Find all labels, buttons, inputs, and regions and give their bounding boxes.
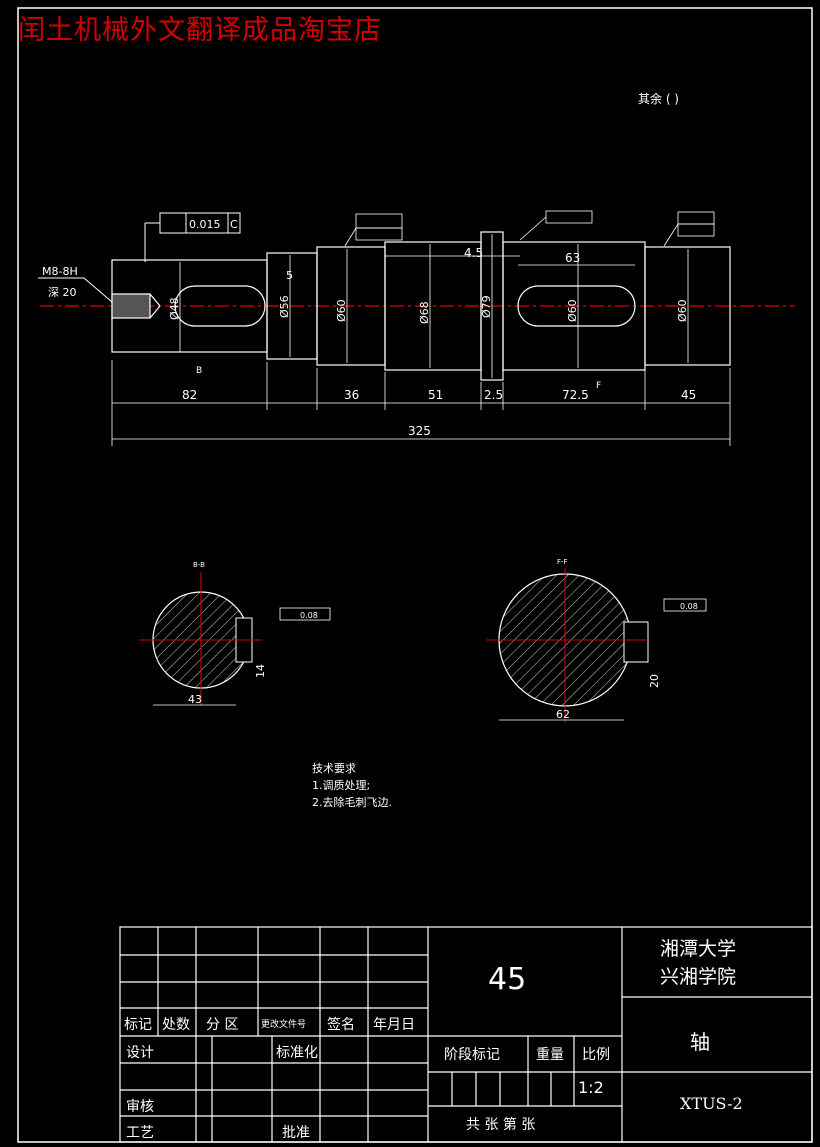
dim-72-5: 72.5: [562, 388, 589, 402]
depth-label: 深 20: [48, 286, 77, 299]
dim-2-5: 2.5: [484, 388, 503, 402]
header-zone: 分 区: [206, 1017, 239, 1033]
header-mark: 标记: [124, 1017, 152, 1033]
dim-keyway-63: 63: [565, 251, 580, 265]
dim-dia-68: Ø68: [418, 301, 431, 324]
part-name: 轴: [690, 1030, 710, 1054]
section-f-width: 62: [556, 708, 570, 721]
title-block-grid: [119, 926, 813, 1143]
dim-82: 82: [182, 388, 197, 402]
runout-datum: C: [230, 218, 238, 231]
dim-dia-60-c: Ø60: [676, 299, 689, 322]
dim-shoulder-4-5: 4.5: [464, 246, 483, 260]
keyway-right: [517, 285, 636, 327]
section-f-title: F-F: [557, 558, 568, 566]
length-dimension-lines: [111, 255, 731, 446]
roughness-note: 其余 ( ): [638, 91, 679, 106]
dim-dia-79: Ø79: [480, 295, 493, 318]
header-sign: 签名: [327, 1017, 355, 1033]
header-doc: 更改文件号: [261, 1020, 307, 1030]
section-b-view: B-B 43 14 0.08: [140, 561, 331, 706]
material-value: 45: [488, 962, 527, 997]
scale-value: 1:2: [578, 1078, 604, 1097]
tolerance-frames: [344, 210, 715, 247]
section-b-width: 43: [188, 693, 202, 706]
label-standard: 标准化: [276, 1045, 318, 1061]
keyway-left: [174, 285, 266, 327]
header-count: 处数: [162, 1017, 190, 1033]
dim-step-5: 5: [286, 269, 293, 282]
section-f-depth: 20: [648, 674, 661, 688]
section-f-view: F-F 62 20 0.08: [486, 558, 707, 722]
label-design: 设计: [126, 1045, 154, 1061]
dim-dia-56: Ø56: [278, 295, 291, 318]
label-review: 审核: [126, 1099, 154, 1115]
sheets-label: 共 张 第 张: [466, 1117, 536, 1133]
label-approve: 批准: [282, 1125, 310, 1141]
dim-51: 51: [428, 388, 443, 402]
stage-mark-label: 阶段标记: [444, 1047, 500, 1063]
technical-requirements: 技术要求 1.调质处理; 2.去除毛刺飞边.: [312, 760, 392, 811]
dim-dia-60-b: Ø60: [566, 299, 579, 322]
left-keyway-marker: B: [196, 366, 202, 376]
university-line-1: 湘潭大学: [660, 938, 737, 960]
section-b-title: B-B: [193, 561, 205, 569]
dim-dia-60-a: Ø60: [335, 299, 348, 322]
thread-label: M8-8H: [42, 265, 78, 278]
dim-total-325: 325: [408, 424, 431, 438]
drawing-number: XTUS-2: [680, 1094, 743, 1113]
tech-item-1: 1.调质处理;: [312, 779, 371, 792]
section-f-tol: 0.08: [680, 602, 698, 611]
section-b-depth: 14: [254, 664, 267, 678]
header-date: 年月日: [373, 1017, 415, 1033]
tech-title: 技术要求: [312, 762, 356, 775]
threaded-hole: [111, 293, 151, 319]
runout-value: 0.015: [189, 218, 221, 231]
dim-dia-48: Ø48: [168, 297, 181, 320]
shaft-main-view: [40, 231, 795, 381]
watermark-text: 闰土机械外文翻译成品淘宝店: [18, 15, 382, 46]
label-process: 工艺: [126, 1125, 154, 1141]
weight-label: 重量: [536, 1047, 564, 1063]
shaft-section-60-c: [644, 246, 731, 366]
ratio-label: 比例: [582, 1047, 610, 1063]
diameter-dimension-lines: [179, 234, 689, 378]
tech-item-2: 2.去除毛刺飞边.: [312, 796, 392, 809]
university-line-2: 兴湘学院: [660, 966, 737, 988]
dim-45: 45: [681, 388, 696, 402]
section-b-tol: 0.08: [300, 611, 318, 620]
dim-36: 36: [344, 388, 359, 402]
right-keyway-marker: F: [596, 381, 601, 391]
